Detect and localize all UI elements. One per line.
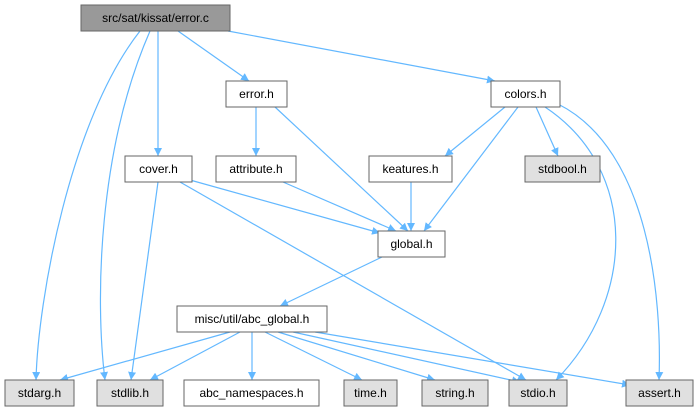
edge-root-to-stdarg-h [32, 30, 141, 381]
node-label: keatures.h [382, 162, 438, 176]
node-stdio-h[interactable]: stdio.h [508, 379, 568, 407]
node-box [215, 155, 297, 183]
node-string-h[interactable]: string.h [421, 379, 489, 407]
node-box [96, 379, 164, 407]
edge-root-to-error-h [177, 30, 250, 82]
node-box [176, 305, 328, 333]
node-box [377, 230, 446, 258]
node-box [508, 379, 568, 407]
node-label: string.h [435, 386, 474, 400]
edge-root-to-stdlib-h [99, 30, 151, 381]
node-box [368, 155, 453, 183]
node-label: misc/util/abc_global.h [195, 312, 310, 326]
edge-abc-global-h-to-time-h [264, 331, 363, 381]
edge-colors-h-to-keatures-h [444, 106, 506, 157]
node-box [4, 379, 75, 407]
edge-abc-global-h-to-stdlib-h [149, 331, 241, 381]
node-attribute-h[interactable]: attribute.h [215, 155, 297, 183]
edge-abc-global-h-to-assert-h [314, 331, 631, 388]
node-time-h[interactable]: time.h [343, 379, 398, 407]
node-colors-h[interactable]: colors.h [490, 80, 561, 108]
edge-error-h-to-global-h [274, 106, 409, 232]
edge-attribute-h-to-global-h [282, 181, 397, 232]
node-label: stdlib.h [111, 386, 149, 400]
node-label: error.h [239, 87, 274, 101]
node-error-h[interactable]: error.h [225, 80, 288, 108]
edge-cover-h-to-global-h [189, 179, 381, 235]
node-label: colors.h [504, 87, 546, 101]
node-label: stdio.h [520, 386, 555, 400]
node-label: assert.h [638, 386, 681, 400]
node-box [183, 379, 320, 407]
edge-global-h-to-abc-global-h [279, 256, 383, 307]
node-abc-namespaces-h[interactable]: abc_namespaces.h [183, 379, 320, 407]
node-cover-h[interactable]: cover.h [124, 155, 193, 183]
node-box [625, 379, 694, 407]
edge-colors-h-to-global-h [423, 106, 519, 232]
edge-root-to-colors-h [227, 30, 496, 84]
edge-cover-h-to-stdlib-h [128, 181, 159, 381]
edge-colors-h-to-stdio-h [544, 106, 617, 381]
node-box [524, 155, 601, 183]
edge-abc-global-h-to-stdarg-h [59, 331, 231, 382]
edge-abc-global-h-to-stdio-h [292, 331, 521, 385]
node-stdarg-h[interactable]: stdarg.h [4, 379, 75, 407]
node-box [80, 4, 231, 32]
node-global-h[interactable]: global.h [377, 230, 446, 258]
edge-colors-h-to-assert-h [557, 103, 664, 381]
node-abc-global-h[interactable]: misc/util/abc_global.h [176, 305, 328, 333]
node-keatures-h[interactable]: keatures.h [368, 155, 453, 183]
node-stdlib-h[interactable]: stdlib.h [96, 379, 164, 407]
node-label: global.h [390, 237, 432, 251]
edge-colors-h-to-stdbool-h [535, 106, 559, 157]
node-box [124, 155, 193, 183]
node-root[interactable]: src/sat/kissat/error.c [80, 4, 231, 32]
node-label: attribute.h [229, 162, 282, 176]
node-stdbool-h[interactable]: stdbool.h [524, 155, 601, 183]
node-box [421, 379, 489, 407]
node-label: src/sat/kissat/error.c [102, 11, 209, 25]
node-assert-h[interactable]: assert.h [625, 379, 694, 407]
node-label: stdarg.h [18, 386, 61, 400]
node-label: cover.h [139, 162, 178, 176]
edge-abc-global-h-to-string-h [277, 331, 436, 382]
node-box [490, 80, 561, 108]
node-label: time.h [354, 386, 387, 400]
node-box [225, 80, 288, 108]
node-label: stdbool.h [538, 162, 587, 176]
edge-cover-h-to-stdio-h [179, 181, 527, 381]
node-label: abc_namespaces.h [199, 386, 303, 400]
node-box [343, 379, 398, 407]
